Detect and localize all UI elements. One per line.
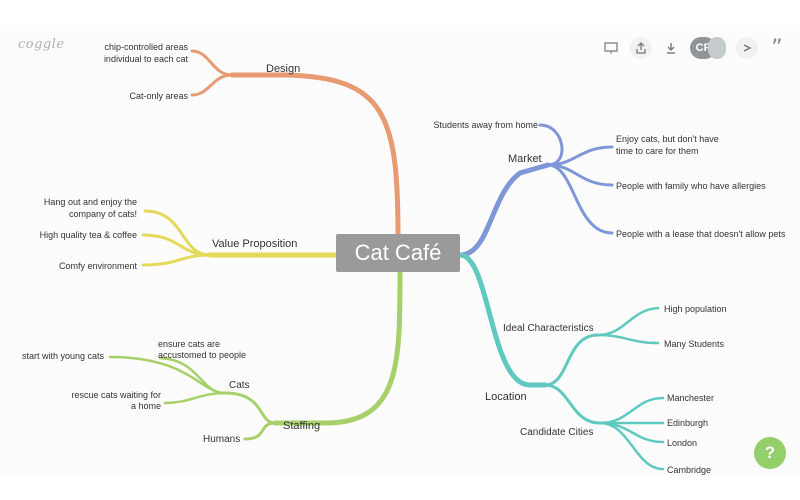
node-staffing-cats[interactable]: Cats [229,380,250,391]
design-link [229,72,401,238]
avatar-secondary [708,37,726,59]
toolbar: CF ” [600,35,796,61]
branch-location[interactable]: Location [485,391,527,403]
value-link [141,253,212,267]
node-design-cat-only[interactable]: Cat-only areas [129,91,188,101]
help-button[interactable]: ? [754,437,786,469]
node-design-chip[interactable]: individual to each cat [104,54,189,64]
market-link [546,163,614,235]
market-link [538,123,564,167]
download-icon[interactable] [660,37,682,59]
market-link [457,162,551,258]
node-market-lease[interactable]: People with a lease that doesn't allow p… [616,229,786,239]
node-ideal-students[interactable]: Many Students [664,339,725,349]
node-city-edinburgh[interactable]: Edinburgh [667,418,708,428]
node-value-tea[interactable]: High quality tea & coffee [40,230,137,240]
node-market-enjoy[interactable]: time to care for them [616,146,699,156]
node-value-hangout[interactable]: company of cats! [69,209,137,219]
branch-value-proposition[interactable]: Value Proposition [212,238,297,250]
location-link [596,333,660,345]
design-link [190,73,234,97]
design-link [190,49,234,77]
node-market-allergies[interactable]: People with family who have allergies [616,181,766,191]
branch-staffing[interactable]: Staffing [283,420,320,432]
node-design-chip[interactable]: chip-controlled areas [104,42,188,52]
node-city-manchester[interactable]: Manchester [667,393,714,403]
coggle-logo: coggle [18,37,65,52]
staffing-link [223,391,277,425]
quote-icon[interactable]: ” [771,35,783,61]
node-ideal-population[interactable]: High population [664,304,727,314]
undo-icon[interactable] [736,37,758,59]
mindmap: Design Value Proposition Staffing Market… [22,42,786,475]
staffing-link [158,356,227,395]
branch-market[interactable]: Market [508,153,542,165]
staffing-link [163,391,227,405]
location-link [543,383,602,425]
share-icon[interactable] [630,37,652,59]
location-link [457,252,548,388]
node-market-enjoy[interactable]: Enjoy cats, but don't have [616,134,719,144]
node-city-london[interactable]: London [667,438,697,448]
central-node[interactable]: Cat Café [336,234,460,272]
staffing-link [108,355,227,395]
node-cats-ensure[interactable]: accustomed to people [158,350,246,360]
mindmap-canvas[interactable]: coggle CF ” [0,25,800,475]
location-link [596,306,660,337]
node-value-hangout[interactable]: Hang out and enjoy the [44,197,137,207]
node-value-comfy[interactable]: Comfy environment [59,261,138,271]
node-market-students[interactable]: Students away from home [433,120,538,130]
value-link [143,209,212,257]
staffing-link [243,421,277,441]
staffing-link [272,269,403,426]
node-cats-young[interactable]: start with young cats [22,351,105,361]
location-link [598,421,665,471]
node-location-ideal[interactable]: Ideal Characteristics [503,323,594,334]
location-link [598,396,665,425]
node-cats-rescue[interactable]: a home [131,401,161,411]
location-link [543,333,600,387]
node-location-cities[interactable]: Candidate Cities [520,427,593,438]
node-cats-ensure[interactable]: ensure cats are [158,339,220,349]
node-cats-rescue[interactable]: rescue cats waiting for [71,390,161,400]
branch-design[interactable]: Design [266,63,300,75]
presentation-icon[interactable] [600,37,622,59]
node-staffing-humans[interactable]: Humans [203,434,240,445]
node-city-cambridge[interactable]: Cambridge [667,465,711,475]
